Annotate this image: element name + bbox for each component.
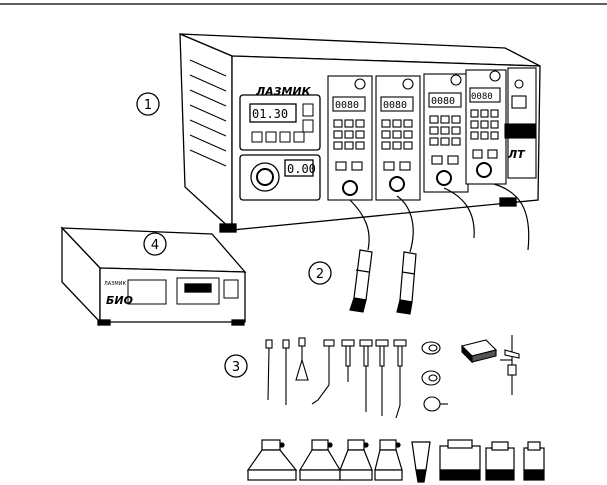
attachment-needle-2	[282, 339, 290, 405]
probe-2	[396, 251, 417, 315]
matrix-emitter-medium	[485, 441, 515, 481]
main-unit-side	[179, 33, 233, 232]
callout-3-label: 3	[232, 360, 240, 375]
matrix-emitter-small	[523, 441, 545, 481]
laser-module-2	[375, 75, 421, 201]
manufacturer-logo: ЛТ	[507, 148, 526, 161]
callout-3: 3	[224, 354, 248, 378]
bio-name: БИО	[106, 294, 133, 307]
callout-2-label: 2	[316, 267, 324, 282]
power-display: 0.00	[287, 162, 316, 176]
cable-3	[443, 187, 475, 239]
bio-foot-right	[231, 319, 245, 326]
timer-display-frame	[249, 103, 297, 123]
attachment-disc-2	[421, 370, 441, 386]
timer-buttons	[251, 103, 314, 143]
bio-switch-panel	[127, 279, 167, 305]
attachment-rod-1	[341, 339, 355, 382]
nozzle-4	[374, 439, 403, 481]
callout-1: 1	[136, 92, 160, 116]
matrix-emitter-large	[439, 439, 481, 481]
probe-1	[349, 249, 373, 313]
nozzle-3	[339, 439, 373, 481]
cables	[349, 183, 530, 253]
bio-foot-left	[97, 319, 111, 326]
callout-1-label: 1	[144, 98, 152, 113]
attachment-rod-3	[375, 339, 389, 416]
bio-title-small: ЛАЗМИК	[104, 281, 126, 287]
laser-module-1	[327, 75, 373, 201]
attachment-cone-small	[295, 337, 309, 381]
callout-4: 4	[143, 232, 167, 256]
bio-unit	[60, 226, 247, 326]
nozzle-flared	[411, 441, 431, 483]
attachment-battery	[460, 339, 498, 364]
module-2-display: 0080	[383, 100, 407, 111]
attachments-row	[265, 335, 520, 419]
main-foot-right	[499, 197, 517, 207]
callout-4-label: 4	[151, 238, 159, 253]
attachment-needle-1	[265, 339, 273, 401]
nozzle-1	[246, 439, 298, 481]
attachment-curved-1	[311, 339, 335, 405]
laser-probes	[349, 249, 417, 315]
timer-display: 01.30	[252, 107, 288, 121]
laser-module-3	[423, 73, 469, 193]
nozzle-2	[298, 439, 342, 481]
attachment-butterfly-needle	[500, 335, 520, 395]
cable-1	[349, 199, 370, 251]
module-1-display: 0080	[335, 100, 359, 111]
module-3-display: 0080	[431, 96, 455, 107]
attachment-rod-4	[393, 339, 407, 419]
main-foot-left	[219, 223, 237, 233]
power-display-frame	[284, 159, 314, 177]
callout-2: 2	[308, 261, 332, 285]
bio-display	[184, 283, 212, 293]
nozzle-row	[246, 439, 545, 483]
bio-power-button[interactable]	[223, 279, 239, 299]
cable-2	[396, 195, 414, 253]
power-knob-inner[interactable]	[256, 168, 274, 186]
attachment-rod-2	[359, 339, 373, 412]
brand-label: ЛАЗМИК	[255, 85, 312, 98]
laser-module-4	[465, 69, 507, 185]
cable-4	[493, 183, 530, 251]
aux-panel	[504, 67, 537, 179]
main-unit	[179, 33, 541, 233]
attachment-disc-3	[423, 396, 448, 412]
attachment-disc-1	[421, 341, 441, 355]
module-4-display: 0080	[471, 92, 493, 102]
side-vents	[189, 59, 227, 167]
